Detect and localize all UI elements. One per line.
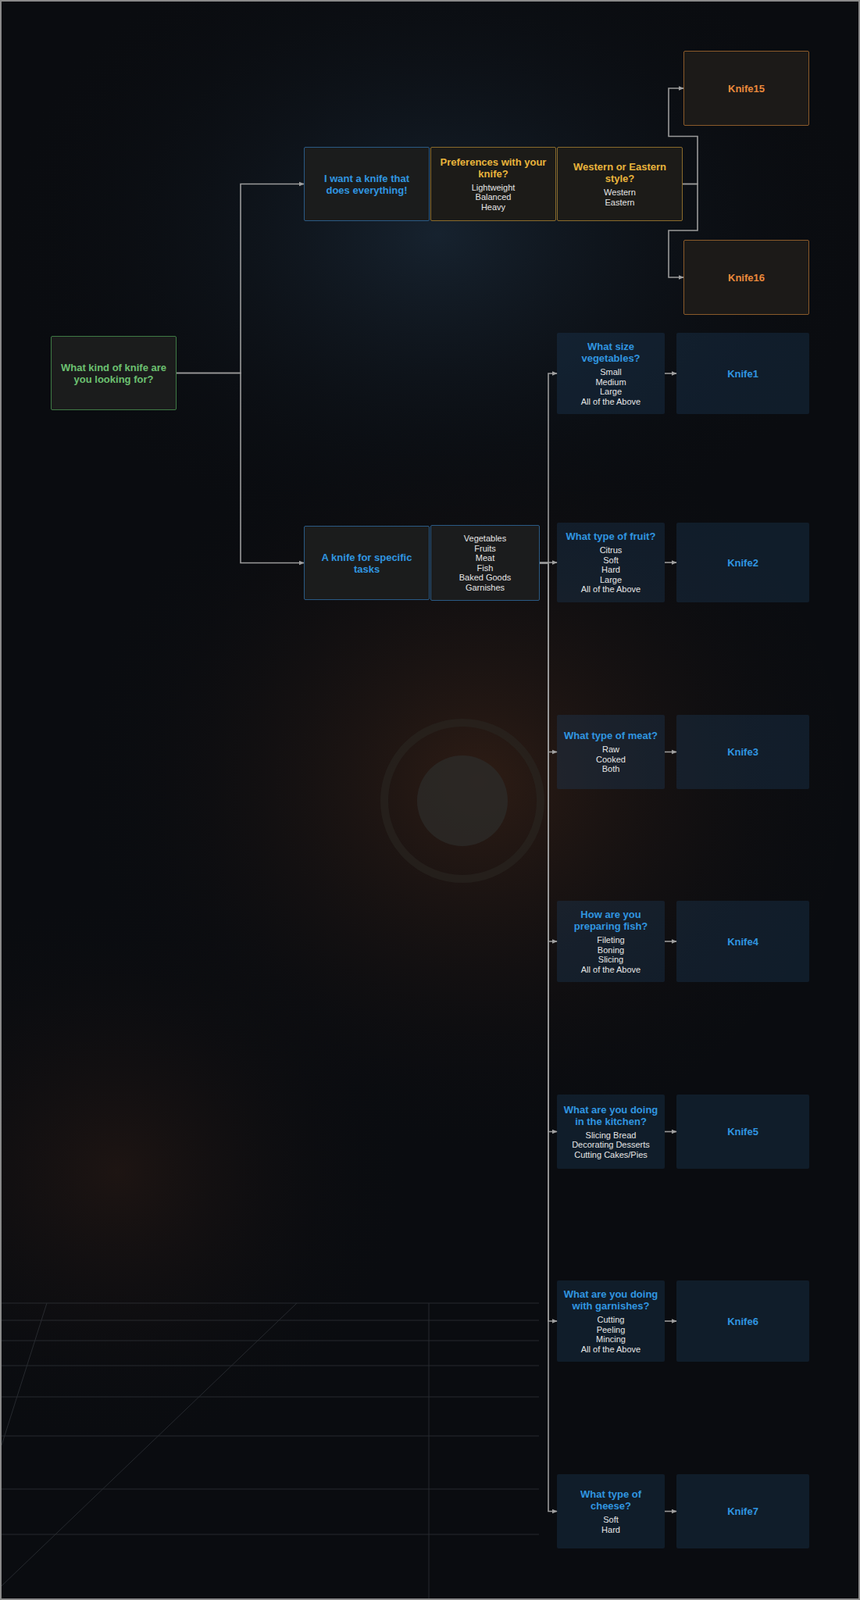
node-title: Knife16 <box>727 271 765 284</box>
question-band: What type of cheese? SoftHard <box>556 1473 665 1549</box>
connector <box>539 563 557 1512</box>
option-text: Cooked <box>595 754 626 765</box>
option-text: Decorating Desserts <box>571 1139 650 1150</box>
option-text: Peeling <box>596 1324 626 1335</box>
option-text: Boning <box>597 945 625 956</box>
option-text: Western <box>603 187 636 198</box>
nebula <box>0 890 414 1453</box>
node-title: Knife5 <box>727 1125 759 1138</box>
question-band: What type of meat? RawCookedBoth <box>556 714 665 789</box>
question-band: What type of fruit? CitrusSoftHardLargeAl… <box>556 522 665 603</box>
result-box: Knife15 <box>683 50 810 126</box>
result-band: Knife2 <box>676 522 810 603</box>
result-band: Knife3 <box>676 714 810 789</box>
option-text: Slicing <box>598 954 624 965</box>
option-text: Soft <box>603 555 619 566</box>
option-text: Hard <box>601 1524 621 1535</box>
ring <box>384 722 541 879</box>
question-band: What size vegetables? SmallMediumLargeAll… <box>556 332 665 414</box>
node-title: I want a knife that does everything! <box>310 172 423 197</box>
node-title: Knife1 <box>727 367 759 380</box>
result-box: Knife16 <box>683 239 810 315</box>
node-title: What size vegetables? <box>563 340 659 364</box>
node-title: What type of fruit? <box>566 530 657 543</box>
planet <box>417 755 508 846</box>
option-text: Both <box>602 763 621 775</box>
option-text: Meat <box>475 553 495 564</box>
result-band: Knife7 <box>676 1473 810 1549</box>
node-title: Knife15 <box>727 82 765 95</box>
node-title: Knife7 <box>727 1505 759 1517</box>
option-text: Eastern <box>605 197 636 208</box>
option-text: All of the Above <box>581 584 641 595</box>
node-title: Western or Eastern style? <box>563 160 676 185</box>
question-band: What are you doing in the kitchen? Slicin… <box>556 1094 665 1169</box>
node-title: Knife2 <box>727 556 759 569</box>
task-list-box: VegetablesFruitsMeatFishBaked GoodsGarni… <box>430 524 540 601</box>
option-text: Vegetables <box>463 533 507 544</box>
node-title: What type of cheese? <box>563 1488 659 1512</box>
node-title: A knife for specific tasks <box>310 551 423 575</box>
connector <box>539 373 557 564</box>
option-text: Fruits <box>474 543 497 554</box>
option-text: Citrus <box>599 545 623 556</box>
question-band: How are you preparing fish? FiletingBonin… <box>556 900 665 982</box>
option-text: Slicing Bread <box>585 1130 637 1141</box>
option-text: All of the Above <box>581 396 641 407</box>
connector <box>664 561 677 564</box>
node-title: What are you doing in the kitchen? <box>563 1103 659 1128</box>
connector <box>664 751 677 753</box>
question-band: What are you doing with garnishes? Cuttin… <box>556 1280 665 1362</box>
option-text: All of the Above <box>581 1344 641 1355</box>
start-box: What kind of knife are you looking for? <box>50 335 177 411</box>
result-band: Knife1 <box>676 332 810 414</box>
result-band: Knife4 <box>676 900 810 982</box>
option-text: Fileting <box>596 934 625 946</box>
result-band: Knife6 <box>676 1280 810 1362</box>
connector <box>664 1510 677 1513</box>
option-text: Large <box>599 574 622 586</box>
node-title: What type of meat? <box>563 729 658 742</box>
option-text: Large <box>599 386 622 397</box>
option-text: Heavy <box>481 202 506 213</box>
branch-box: I want a knife that does everything! <box>303 146 430 222</box>
option-text: Lightweight <box>471 182 516 193</box>
option-text: Baked Goods <box>459 572 512 583</box>
connector <box>664 1320 677 1322</box>
option-text: Soft <box>603 1514 619 1525</box>
option-text: Cutting Cakes/Pies <box>574 1149 648 1160</box>
option-text: Garnishes <box>465 582 505 593</box>
option-text: Hard <box>601 564 621 575</box>
node-title: Knife3 <box>727 745 759 758</box>
branch-box: A knife for specific tasks <box>303 525 430 600</box>
result-band: Knife5 <box>676 1094 810 1169</box>
node-title: Preferences with your knife? <box>437 156 550 180</box>
connector <box>664 1131 677 1133</box>
option-text: Medium <box>595 377 626 388</box>
option-text: Small <box>599 367 622 378</box>
connector <box>664 940 677 943</box>
grid <box>1 1302 539 1599</box>
connector <box>176 373 304 564</box>
node-title: What are you doing with garnishes? <box>563 1288 659 1312</box>
node-title: How are you preparing fish? <box>563 908 659 932</box>
question-box: Western or Eastern style? WesternEastern <box>556 146 683 222</box>
connector <box>664 372 677 375</box>
node-title: What kind of knife are you looking for? <box>57 361 170 386</box>
option-text: All of the Above <box>581 964 641 975</box>
option-text: Balanced <box>475 192 512 203</box>
connector <box>176 184 304 374</box>
option-text: Mincing <box>595 1334 626 1345</box>
node-title: Knife6 <box>727 1315 759 1328</box>
option-text: Fish <box>477 563 494 574</box>
node-title: Knife4 <box>727 935 759 948</box>
question-box: Preferences with your knife? LightweightB… <box>430 146 557 222</box>
option-text: Cutting <box>597 1314 625 1325</box>
option-text: Raw <box>602 744 620 755</box>
